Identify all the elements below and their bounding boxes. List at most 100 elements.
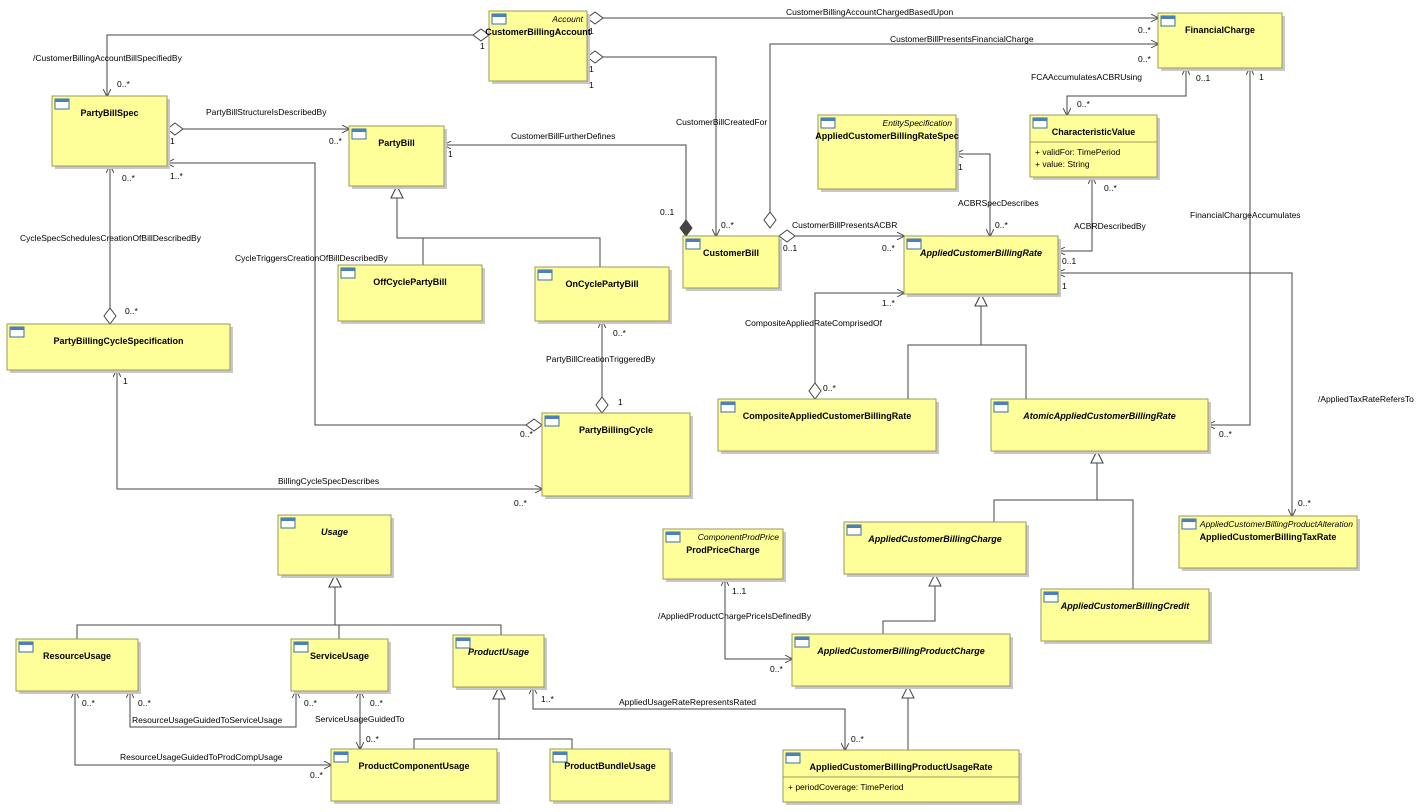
connector-path	[993, 463, 1098, 522]
class-name: PartyBill	[378, 138, 415, 148]
class-icon-bar	[994, 402, 1008, 405]
association-label: CycleSpecSchedulesCreationOfBillDescribe…	[20, 233, 202, 243]
class-off-cycle-party-bill[interactable]: OffCyclePartyBill	[337, 264, 485, 324]
class-attribute: + periodCoverage: TimePeriod	[788, 782, 904, 792]
multiplicity-target: 0..*	[1219, 429, 1232, 439]
class-composite-applied-customer-billing-rate[interactable]: CompositeAppliedCustomerBillingRate	[717, 398, 939, 454]
multiplicity-target: 0..*	[520, 429, 533, 439]
multiplicity-source: 1	[958, 162, 963, 172]
multiplicity-target: 0..*	[304, 698, 317, 708]
class-name: ServiceUsage	[310, 651, 369, 661]
class-name: AppliedCustomerBillingProductUsageRate	[809, 762, 992, 772]
association-label: ResourceUsageGuidedToProdCompUsage	[120, 752, 283, 762]
class-stereotype: AppliedCustomerBillingProductAlteration	[1199, 519, 1353, 529]
class-name: AppliedCustomerBillingCredit	[1060, 601, 1191, 611]
class-applied-customer-billing-tax-rate[interactable]: AppliedCustomerBillingProductAlterationA…	[1178, 515, 1360, 571]
class-customer-bill[interactable]: CustomerBill	[682, 235, 782, 291]
class-on-cycle-party-bill[interactable]: OnCyclePartyBill	[534, 266, 672, 324]
multiplicity-target: 0..*	[117, 79, 130, 89]
gen-acbcredit-connector	[1090, 449, 1134, 589]
class-icon-bar	[492, 14, 506, 17]
class-name: CustomerBillingAccount	[485, 27, 591, 37]
class-applied-customer-billing-rate-spec[interactable]: EntitySpecificationAppliedCustomerBillin…	[815, 114, 959, 192]
cycle-spec-schedules-creation-of-bill-described-by-connector	[103, 166, 117, 325]
class-applied-customer-billing-charge[interactable]: AppliedCustomerBillingCharge	[843, 521, 1029, 577]
multiplicity-target: 1	[618, 397, 623, 407]
connector-path	[1058, 273, 1292, 516]
association-label: /CustomerBillingAccountBillSpecifiedBy	[33, 53, 183, 63]
class-party-bill-spec[interactable]: PartyBillSpec	[51, 95, 170, 169]
multiplicity-target: 0..*	[882, 243, 895, 253]
class-characteristic-value[interactable]: CharacteristicValue+ validFor: TimePerio…	[1029, 114, 1160, 180]
association-label: ServiceUsageGuidedTo	[315, 714, 405, 724]
multiplicity-target: 0..*	[329, 136, 342, 146]
association-label: CustomerBillingAccountChargedBasedUpon	[786, 7, 954, 17]
class-icon-bar	[821, 118, 835, 121]
class-service-usage[interactable]: ServiceUsage	[290, 638, 391, 694]
multiplicity-source: 1..*	[882, 298, 895, 308]
class-applied-customer-billing-credit[interactable]: AppliedCustomerBillingCredit	[1040, 588, 1212, 644]
connector-path	[1208, 68, 1250, 425]
class-party-billing-cycle-specification[interactable]: PartyBillingCycleSpecification	[6, 323, 233, 373]
class-resource-usage[interactable]: ResourceUsage	[15, 638, 141, 694]
connector-path	[907, 306, 982, 399]
class-box	[6, 323, 231, 371]
class-financial-charge[interactable]: FinancialCharge	[1157, 12, 1285, 71]
association-label: ACBRDescribedBy	[1074, 221, 1147, 231]
multiplicity-source: 1..*	[170, 171, 183, 181]
class-applied-customer-billing-rate[interactable]: AppliedCustomerBillingRate	[903, 235, 1061, 297]
resource-usage-guided-to-service-usage-labels: ResourceUsageGuidedToServiceUsage0..*0..…	[132, 698, 317, 725]
class-party-bill[interactable]: PartyBill	[348, 125, 447, 189]
class-name: CharacteristicValue	[1052, 127, 1136, 137]
connector-path	[334, 587, 502, 635]
class-product-component-usage[interactable]: ProductComponentUsage	[330, 748, 500, 804]
multiplicity-source: 1..*	[541, 694, 554, 704]
multiplicity-source: 1	[480, 41, 485, 51]
class-icon-bar	[19, 642, 33, 645]
class-name: ProdPriceCharge	[686, 545, 760, 555]
financial-charge-accumulates-connector	[1208, 68, 1250, 425]
applied-product-charge-price-is-defined-by-labels: /AppliedProductChargePriceIsDefinedBy1..…	[658, 586, 812, 674]
class-product-usage[interactable]: ProductUsage	[452, 634, 547, 690]
multiplicity-source: 0..*	[82, 698, 95, 708]
class-name: AtomicAppliedCustomerBillingRate	[1022, 411, 1176, 421]
class-product-bundle-usage[interactable]: ProductBundleUsage	[549, 748, 673, 804]
class-usage[interactable]: Usage	[277, 514, 394, 578]
class-attribute: + value: String	[1035, 159, 1090, 169]
labels: CustomerBillingAccountChargedBasedUpon 0.…	[20, 7, 1414, 780]
class-box	[1157, 12, 1283, 69]
multiplicity-source: 0..*	[613, 328, 626, 338]
association-label: FinancialChargeAccumulates	[1190, 210, 1301, 220]
association-label: CustomerBillCreatedFor	[676, 117, 767, 127]
class-icon-bar	[1182, 519, 1196, 522]
multiplicity-source: 0..1	[783, 243, 797, 253]
class-icon-bar	[545, 416, 559, 419]
class-party-billing-cycle[interactable]: PartyBillingCycle	[541, 412, 693, 499]
multiplicity-source: 0..*	[122, 173, 135, 183]
fcaaccumulates-acbrusing-connector	[1067, 68, 1186, 115]
class-icon-bar	[786, 753, 800, 756]
class-icon-bar	[538, 270, 552, 273]
class-name: OffCyclePartyBill	[373, 277, 447, 287]
association-label: PartyBillStructureIsDescribedBy	[206, 107, 327, 117]
class-box	[782, 749, 1020, 803]
class-icon-bar	[795, 637, 809, 640]
class-icon-bar	[294, 642, 308, 645]
connector-path	[1067, 68, 1186, 115]
class-atomic-applied-customer-billing-rate[interactable]: AtomicAppliedCustomerBillingRate	[990, 398, 1211, 454]
connector-path	[117, 370, 542, 489]
party-bill-structure-is-described-by-connector	[166, 122, 349, 136]
association-label: ResourceUsageGuidedToServiceUsage	[132, 715, 283, 725]
class-applied-customer-billing-product-charge[interactable]: AppliedCustomerBillingProductCharge	[791, 633, 1013, 689]
billing-cycle-spec-describes-connector	[117, 370, 542, 489]
association-label: ACBRSpecDescribes	[958, 198, 1039, 208]
class-applied-customer-billing-product-usage-rate[interactable]: AppliedCustomerBillingProductUsageRate + …	[782, 749, 1022, 805]
association-label: CustomerBillFurtherDefines	[511, 131, 615, 141]
composition-diamond	[679, 219, 693, 237]
